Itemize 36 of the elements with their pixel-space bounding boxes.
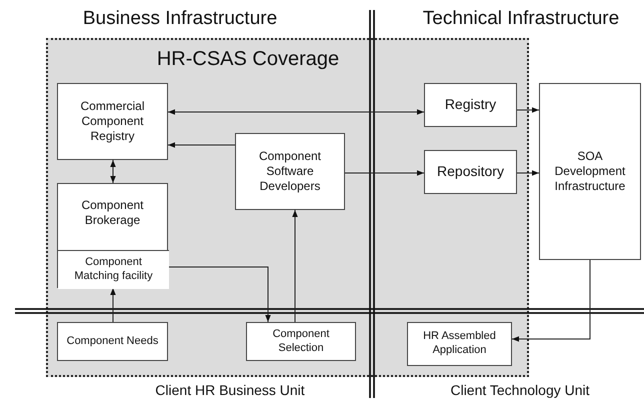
arrow xyxy=(344,170,424,176)
section-heading: Technical Infrastructure xyxy=(422,8,620,30)
arrow xyxy=(516,107,540,113)
arrow xyxy=(168,266,271,322)
box-label: Component Software Developers xyxy=(258,149,322,194)
process-box xyxy=(57,322,168,361)
region-title: HR-CSAS Coverage xyxy=(156,48,340,71)
arrow xyxy=(168,109,424,115)
box-label: Repository xyxy=(436,163,505,181)
arrow xyxy=(110,160,116,184)
arrow xyxy=(516,170,540,176)
section-heading: Client HR Business Unit xyxy=(154,382,306,398)
box-label: Component Matching facility xyxy=(73,256,154,284)
arrow xyxy=(512,260,590,342)
process-box xyxy=(424,83,517,127)
box-label: Component Brokerage xyxy=(80,198,145,228)
process-box xyxy=(246,322,356,361)
section-heading: Business Infrastructure xyxy=(82,8,278,30)
coverage-region xyxy=(46,38,529,377)
process-box xyxy=(235,133,345,210)
arrow xyxy=(168,142,236,148)
process-box xyxy=(424,150,517,194)
process-box xyxy=(57,183,168,288)
box-label: Commercial Component Registry xyxy=(79,99,146,144)
arrow xyxy=(292,210,298,322)
process-box xyxy=(539,83,641,260)
box-label: HR Assembled Application xyxy=(422,330,497,358)
process-box xyxy=(407,322,512,366)
sub-box xyxy=(58,250,169,289)
box-label: Component Needs xyxy=(66,334,160,348)
box-label: SOA Development Infrastructure xyxy=(554,149,626,194)
box-label: Component Selection xyxy=(272,328,330,356)
process-box xyxy=(57,83,168,160)
box-label: Registry xyxy=(444,96,498,114)
section-heading: Client Technology Unit xyxy=(449,382,591,398)
arrow xyxy=(110,288,116,322)
